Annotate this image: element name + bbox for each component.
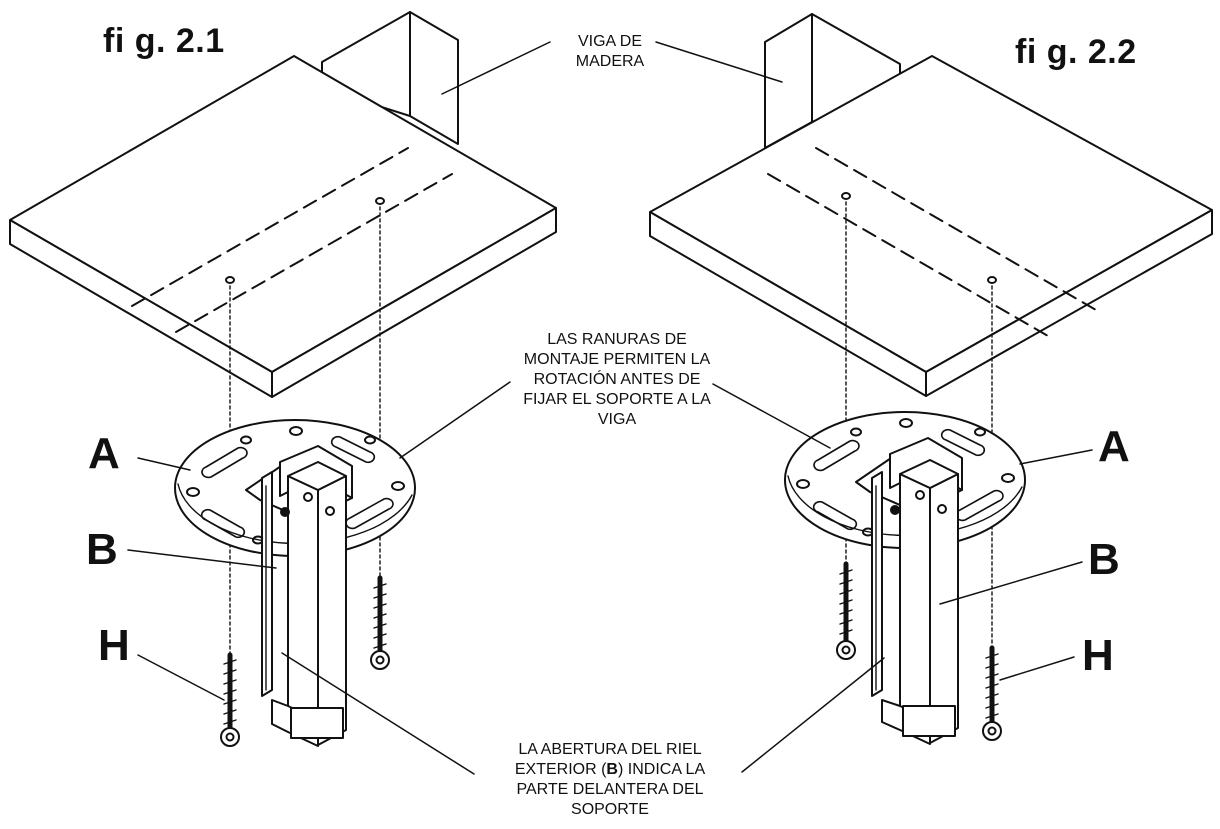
fig-2-2-rail-b xyxy=(871,459,959,745)
part-label-b-left: B xyxy=(86,525,118,574)
callout-wood-beam: VIGA DE MADERA xyxy=(558,32,662,72)
callout-slots-line-1: LAS RANURAS DE xyxy=(547,331,687,348)
fig-2-2-ceiling xyxy=(649,13,1213,397)
figure-title-2-1: fi g. 2.1 xyxy=(103,22,225,60)
callout-opening-line-3: PARTE DELANTERA DEL xyxy=(516,781,704,798)
callout-opening-line-2-bold: B xyxy=(606,761,618,778)
callout-beam-line-2: MADERA xyxy=(575,53,645,70)
fig-2-1-rail-b xyxy=(261,461,347,747)
callout-opening-line-4: SOPORTE xyxy=(571,801,649,818)
callout-rail-opening: LA ABERTURA DEL RIEL EXTERIOR (B) INDICA… xyxy=(470,740,750,820)
callout-slots-line-4: FIJAR EL SOPORTE A LA xyxy=(523,391,711,408)
callout-mounting-slots: LAS RANURAS DE MONTAJE PERMITEN LA ROTAC… xyxy=(495,330,739,430)
callout-slots-line-5: VIGA xyxy=(597,411,637,428)
part-label-a-right: A xyxy=(1098,422,1130,471)
callout-beam-line-1: VIGA DE xyxy=(577,33,643,50)
figure-title-2-2: fi g. 2.2 xyxy=(1015,33,1137,71)
callout-opening-line-2-pre: EXTERIOR ( xyxy=(514,761,607,778)
leader-lines xyxy=(127,41,1093,775)
callout-slots-line-2: MONTAJE PERMITEN LA xyxy=(523,351,711,368)
callout-slots-line-3: ROTACIÓN ANTES DE xyxy=(533,371,701,388)
fig-2-2-screws-h xyxy=(836,561,1002,741)
part-label-h-left: H xyxy=(98,621,130,670)
callout-opening-line-1: LA ABERTURA DEL RIEL xyxy=(518,741,702,758)
callout-opening-line-2: EXTERIOR (B) INDICA LA xyxy=(470,760,750,780)
fig-2-1-screws-h xyxy=(220,575,390,747)
callout-opening-line-2-post: ) INDICA LA xyxy=(617,761,706,778)
part-label-a-left: A xyxy=(88,429,120,478)
fig-2-1-ceiling xyxy=(9,11,557,398)
part-label-b-right: B xyxy=(1088,535,1120,584)
part-label-h-right: H xyxy=(1082,631,1114,680)
